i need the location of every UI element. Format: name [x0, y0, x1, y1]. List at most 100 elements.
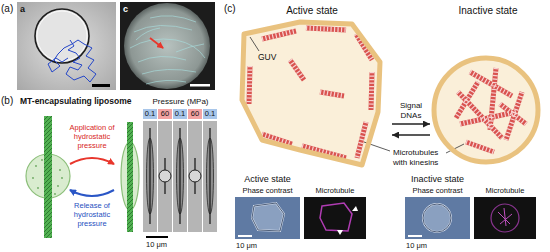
active-micrographs — [235, 197, 366, 239]
leader-line — [250, 37, 259, 51]
panel-c-micrograph — [136, 28, 160, 40]
liposome-schematic — [61, 177, 63, 179]
active-micrographs — [235, 197, 300, 239]
pressure-value: 0.1 — [173, 109, 187, 119]
channel-label: Phase contrast — [402, 186, 473, 195]
liposome-schematic — [26, 116, 139, 238]
inactive-micrographs — [405, 197, 470, 239]
liposome-schematic — [127, 122, 133, 232]
arrow-caption: Release of hydrostatic pressure — [64, 201, 120, 228]
membrane-outline — [232, 2, 392, 172]
state-heading: Inactive state — [430, 2, 546, 17]
liposome-schematic — [59, 169, 61, 171]
pressure-micrographs — [146, 236, 168, 238]
panel-c-micrograph — [130, 39, 205, 58]
part-label: GUV — [258, 52, 276, 62]
state-label: Inactive state — [405, 174, 470, 185]
pressure-micrographs — [143, 109, 217, 238]
active-micrographs — [252, 203, 284, 231]
inactive-micrographs — [405, 197, 536, 239]
panel-a-micrograph — [35, 9, 89, 63]
active-micrographs — [304, 197, 366, 239]
liposome-schematic — [70, 158, 114, 164]
guv-interior — [242, 22, 538, 165]
panel-a-micrograph — [48, 40, 96, 82]
panel-c-micrograph — [146, 80, 186, 84]
liposome-schematic — [32, 177, 34, 179]
pressure-micrographs — [203, 109, 217, 119]
state-transition-arrow — [392, 134, 430, 135]
inactive-micrographs — [423, 204, 451, 232]
panel-c-micrograph — [120, 2, 215, 90]
channel-label: Microtubule — [304, 186, 366, 195]
panel-label: (b) — [1, 95, 13, 107]
panel-letter: c — [123, 4, 128, 15]
panel-a-micrograph — [17, 2, 116, 90]
panel-c-micrograph — [150, 16, 196, 22]
pressure-micrographs — [189, 170, 201, 182]
inactive-micrographs — [423, 204, 451, 232]
panel-c-micrograph — [150, 38, 163, 48]
pressure-micrographs — [158, 109, 172, 119]
active-micrographs — [252, 203, 284, 231]
panel-label: (a) — [1, 3, 13, 15]
pressure-micrographs — [143, 109, 157, 119]
channel-label: Microtubule — [474, 186, 536, 195]
active-guv: Active state — [232, 2, 392, 172]
edge-label: Signal DNAs — [391, 101, 431, 120]
liposome-schematic — [44, 116, 52, 238]
pressure-value: 60 — [188, 109, 202, 119]
liposome-schematic — [37, 187, 39, 189]
guv-interior — [249, 28, 372, 158]
part-label: Microtubules with kinesins — [393, 148, 443, 168]
liposome-schematic — [44, 116, 52, 238]
active-micrographs — [238, 235, 252, 237]
liposome-schematic — [54, 193, 56, 195]
active-micrographs — [320, 203, 352, 231]
pressure-micrographs — [173, 121, 187, 232]
state-transition-arrow — [392, 123, 430, 124]
panel-c-micrograph — [134, 25, 192, 32]
pressure-micrographs — [159, 170, 171, 182]
inactive-micrographs — [498, 212, 510, 224]
pressure-value: 60 — [158, 109, 172, 119]
pressure-micrographs — [188, 121, 202, 232]
membrane-outline — [430, 2, 546, 172]
scale-label: 10 μm — [236, 241, 257, 250]
pressure-micrographs — [209, 128, 210, 224]
panel-a-micrograph — [37, 11, 87, 61]
active-micrographs — [352, 206, 358, 211]
panel-label: (c) — [224, 3, 236, 15]
axis-title: Pressure (MPa) — [143, 97, 218, 107]
panel-a-micrograph — [17, 2, 116, 90]
schematic-title: MT-encapsulating liposome — [20, 96, 131, 106]
guv-interior — [456, 68, 526, 152]
pressure-micrographs — [203, 121, 217, 232]
state-heading: Active state — [232, 2, 392, 17]
membrane-outline — [434, 58, 538, 162]
guv-interior — [242, 22, 380, 165]
pressure-micrographs — [143, 121, 157, 232]
liposome-schematic — [57, 185, 59, 187]
liposome-schematic — [127, 122, 133, 232]
state-label: Active state — [235, 174, 300, 185]
panel-letter: a — [20, 4, 25, 15]
pressure-micrographs — [158, 121, 172, 232]
inactive-micrographs — [474, 197, 536, 239]
liposome-schematic — [41, 159, 43, 161]
membrane-outline — [242, 22, 380, 165]
scale-label: 10 μm — [406, 241, 427, 250]
pressure-value: 0.1 — [143, 109, 157, 119]
inactive-micrographs — [491, 204, 519, 232]
liposome-schematic — [35, 165, 37, 167]
panel-c-micrograph — [138, 56, 186, 62]
panel-c-micrograph — [176, 44, 204, 52]
inactive-micrographs — [504, 208, 506, 226]
panel-c-micrograph — [142, 69, 196, 74]
liposome-schematic — [70, 190, 114, 196]
pressure-micrographs — [179, 128, 180, 224]
panel-c-micrograph — [120, 2, 215, 90]
channel-label: Phase contrast — [232, 186, 303, 195]
panel-c-micrograph — [130, 16, 205, 84]
